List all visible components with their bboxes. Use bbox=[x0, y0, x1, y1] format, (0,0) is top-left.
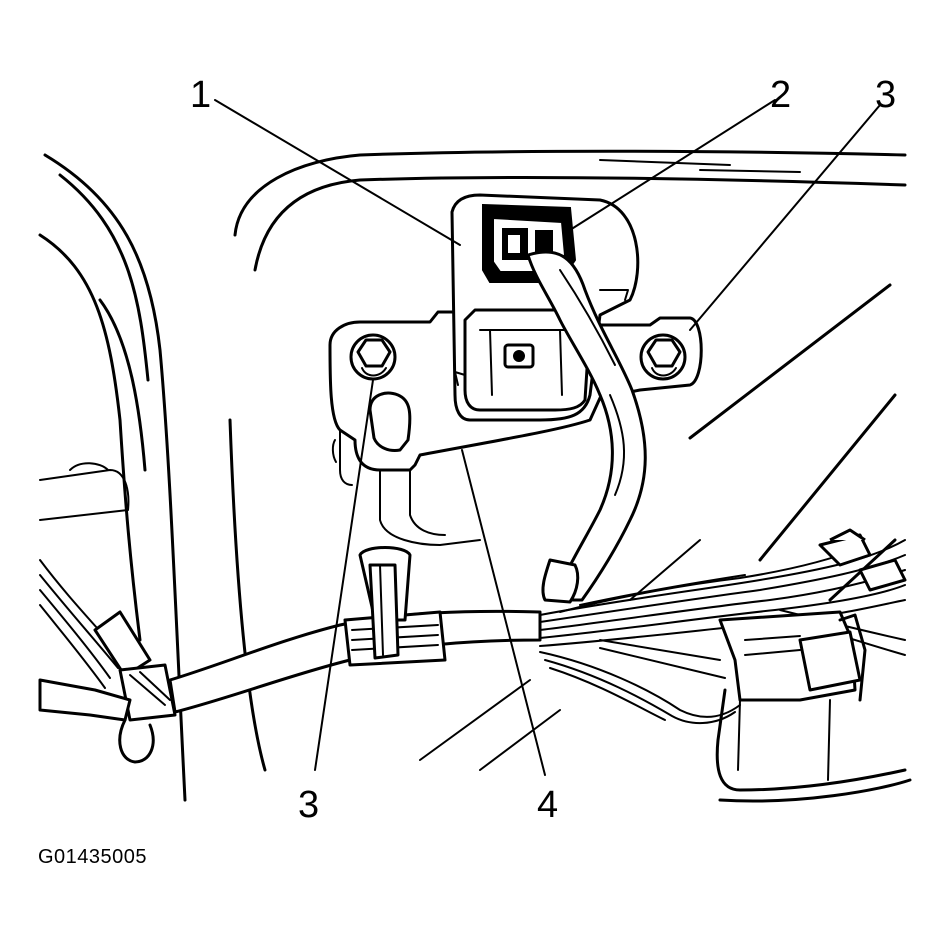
callout-1: 1 bbox=[190, 74, 212, 116]
figure-id: G01435005 bbox=[38, 846, 148, 868]
harness-connector-right bbox=[718, 610, 867, 781]
connector-harness bbox=[526, 250, 647, 604]
leader-lines bbox=[214, 99, 881, 776]
mounting-nut-right bbox=[639, 333, 687, 381]
callout-4: 4 bbox=[537, 784, 559, 826]
callout-3-bottom: 3 bbox=[298, 784, 320, 826]
callout-2: 2 bbox=[770, 74, 792, 116]
callout-3-top: 3 bbox=[875, 74, 897, 116]
wiring-harness bbox=[38, 546, 542, 764]
mounting-nut-left bbox=[349, 333, 397, 381]
body-pillar bbox=[38, 153, 267, 802]
